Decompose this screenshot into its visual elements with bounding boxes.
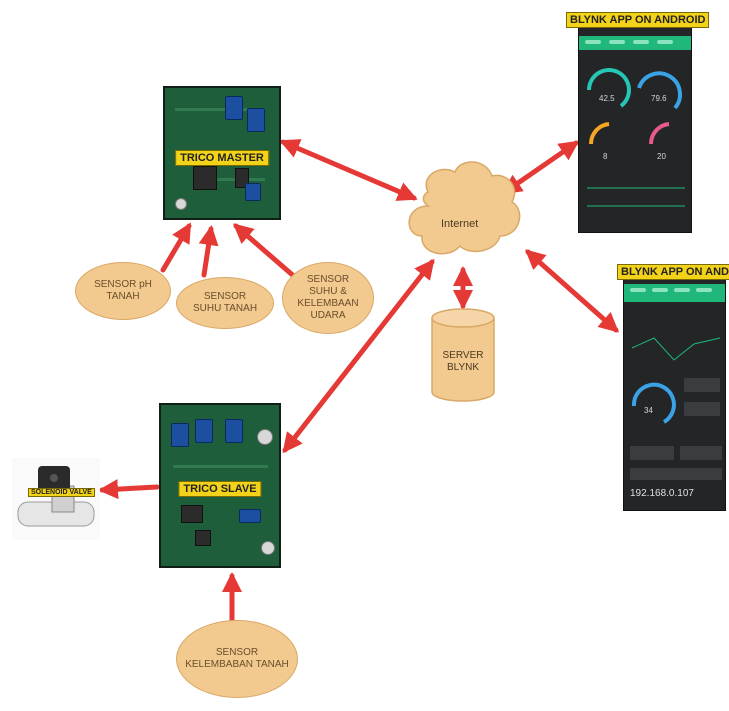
app-bottom-widgets: [630, 337, 722, 480]
arrow-internet-slave: [282, 258, 435, 454]
arrow-master-internet: [279, 139, 418, 201]
gauge-value-2: 79.6: [651, 94, 667, 103]
gauge-value-bottom: 34: [644, 406, 653, 415]
cloud-shape: [408, 161, 521, 255]
gauges-top: [587, 68, 685, 207]
arrow-internet-app-bottom: [525, 249, 619, 333]
arrow-ph-master: [160, 222, 192, 273]
server-blynk-label: SERVER BLYNK: [442, 350, 484, 373]
database-cylinder-icon: [431, 308, 495, 402]
solenoid-valve-icon: [17, 466, 95, 527]
app-bottom-title: BLYNK APP ON ANDROID: [617, 264, 729, 280]
solenoid-valve-image: SOLENOID VALVE: [12, 458, 100, 540]
gauge-value-1: 42.5: [599, 94, 615, 103]
trico-master-board: TRICO MASTER: [163, 86, 281, 220]
arrow-suhu-tanah-master: [198, 225, 219, 278]
arrow-internet-app-top: [501, 140, 580, 195]
trico-master-label: TRICO MASTER: [175, 150, 269, 166]
trico-slave-label: TRICO SLAVE: [178, 481, 262, 497]
arrow-suhu-udara-master: [232, 223, 299, 281]
sensor-suhu-kelembaban-udara: SENSOR SUHU & KELEMBAAN UDARA: [282, 262, 374, 334]
sensor-ph-tanah: SENSOR pH TANAH: [75, 262, 171, 320]
blynk-app-bottom: 34 192.168.0.107: [623, 277, 726, 511]
internet-label: Internet: [441, 218, 479, 230]
app-top-title: BLYNK APP ON ANDROID: [566, 12, 710, 28]
blynk-app-top: 42.5 79.6 8 20: [578, 27, 692, 233]
sensor-suhu-tanah: SENSOR SUHU TANAH: [176, 277, 274, 329]
gauge-value-4: 20: [657, 152, 666, 161]
sensor-kelembaban-tanah: SENSOR KELEMBABAN TANAH: [176, 620, 298, 698]
trico-slave-board: TRICO SLAVE: [159, 403, 281, 568]
arrow-slave-valve: [98, 479, 160, 500]
gauge-value-3: 8: [603, 152, 608, 161]
ip-address-label: 192.168.0.107: [630, 488, 694, 499]
solenoid-valve-label: SOLENOID VALVE: [28, 488, 95, 497]
